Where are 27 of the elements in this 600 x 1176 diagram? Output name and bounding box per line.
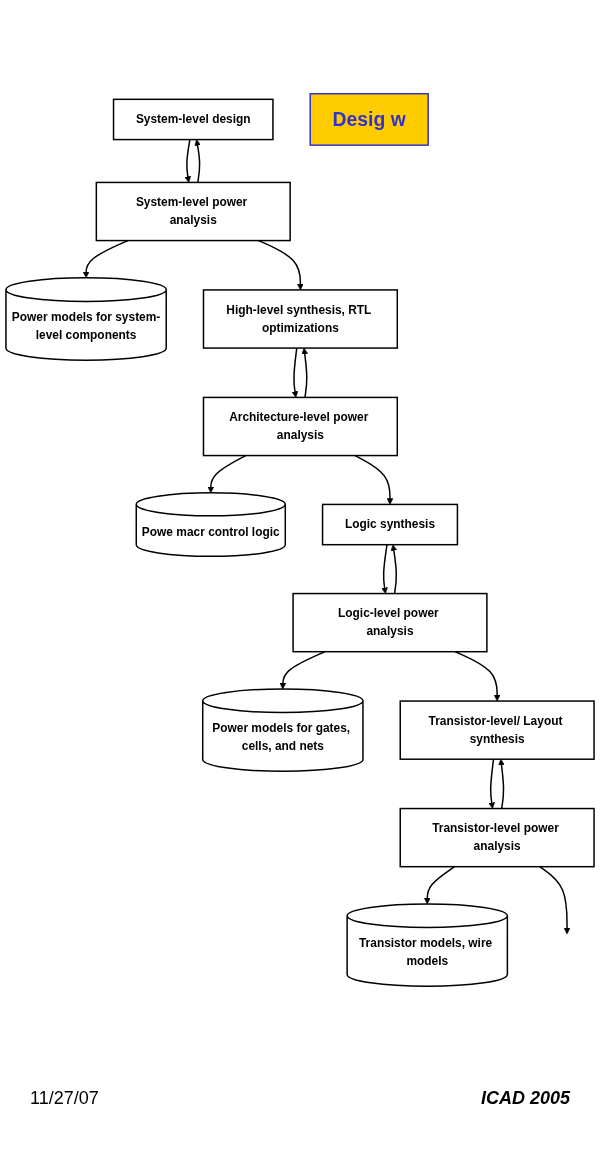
node-box: Architecture-level power analysis bbox=[202, 396, 399, 457]
arrow bbox=[424, 865, 456, 905]
arrow bbox=[291, 347, 299, 398]
arrow bbox=[194, 139, 201, 184]
arrow bbox=[538, 865, 571, 935]
node-box: Logic synthesis bbox=[321, 503, 459, 546]
arrow bbox=[207, 454, 247, 494]
arrow bbox=[257, 239, 304, 291]
arrow bbox=[381, 543, 388, 594]
node-box: Transistor-level power analysis bbox=[399, 807, 595, 868]
node-box: High-level synthesis, RTL optimizations bbox=[202, 289, 399, 349]
arrow bbox=[488, 758, 495, 809]
node-box: Logic-level power analysis bbox=[292, 592, 488, 653]
arrow bbox=[390, 544, 398, 595]
arrow bbox=[184, 138, 191, 183]
arrow bbox=[301, 347, 308, 399]
node-box: Desig w bbox=[309, 93, 429, 146]
arrow bbox=[498, 758, 505, 810]
node-box: Transistor-level/ Layout synthesis bbox=[399, 700, 595, 760]
node-box: System-level power analysis bbox=[95, 181, 291, 242]
footer-text: ICAD 2005 bbox=[480, 1088, 570, 1109]
node-box: System-level design bbox=[112, 98, 274, 141]
arrow bbox=[82, 239, 129, 279]
arrow bbox=[454, 650, 501, 702]
arrow bbox=[279, 650, 326, 690]
footer-text: 11/27/07 bbox=[30, 1088, 99, 1109]
arrow bbox=[354, 454, 394, 505]
